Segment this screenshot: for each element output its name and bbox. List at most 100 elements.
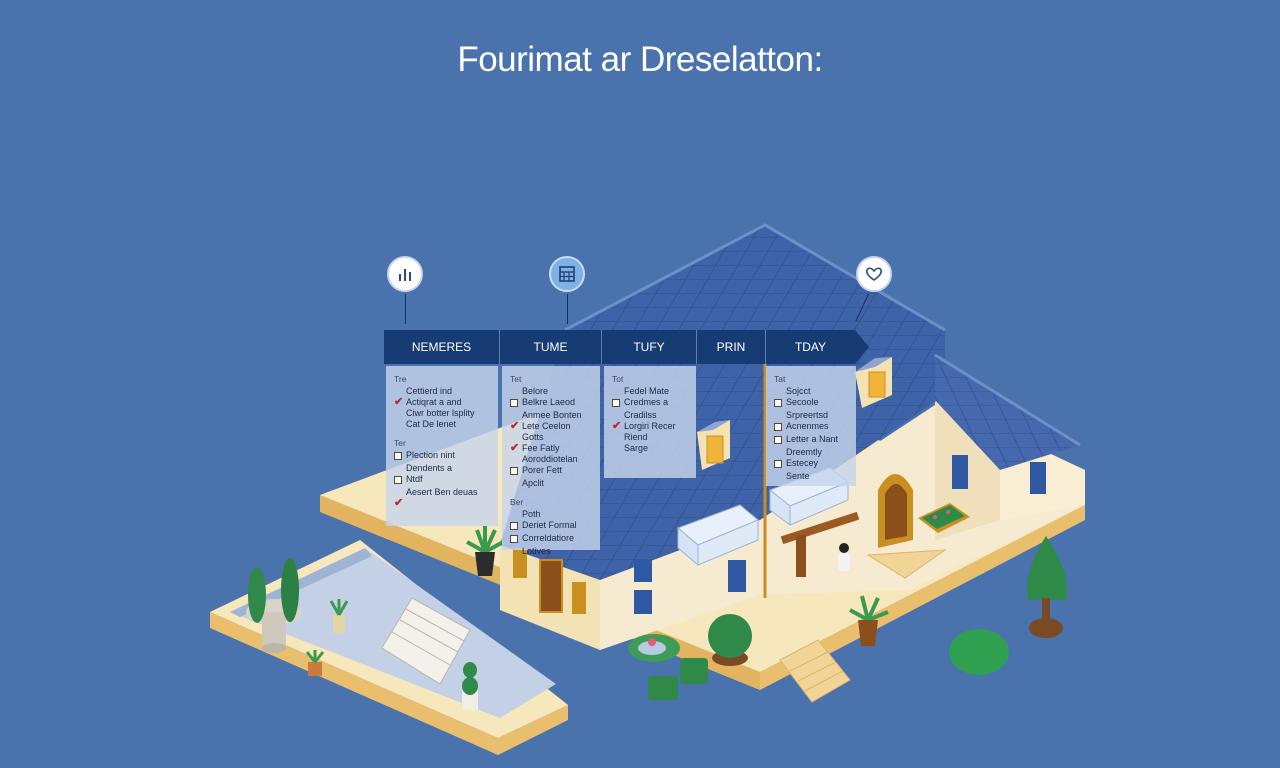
checkbox-icon[interactable] [774, 458, 786, 471]
checklist-item[interactable]: Fedel Mate [612, 386, 690, 397]
item-label: Cradilss [624, 410, 657, 420]
checklist-item[interactable]: Porer Fett [510, 465, 594, 478]
glass-balcony [677, 504, 759, 567]
checklist-item[interactable]: ✔Actiqrat a and [394, 397, 492, 408]
checklist-item[interactable]: Credmes a [612, 397, 690, 410]
checkmark-icon: ✔ [394, 497, 404, 509]
checkbox-icon[interactable] [612, 397, 624, 410]
checklist-item[interactable]: Estecey [774, 458, 850, 471]
tab-tday[interactable]: TDAY [766, 330, 855, 364]
tab-nemeres[interactable]: NEMERES [384, 330, 500, 364]
tab-tufy[interactable]: TUFY [602, 330, 697, 364]
checklist-group: Ter Plection nint Dendents a Ntdf Aesert… [394, 438, 492, 509]
item-label: Riend [624, 432, 648, 442]
item-label: Deriet Formal [522, 520, 577, 530]
checkbox-icon[interactable] [394, 474, 406, 487]
checklist-item[interactable]: Lotives [510, 546, 594, 557]
checklist-item[interactable]: Ntdf [394, 474, 492, 487]
tree [1026, 536, 1068, 600]
callout-line [405, 294, 406, 324]
checklist-panel-tume: Tet Belore Belkre Laeod Anmee Bonten ✔Le… [502, 366, 600, 556]
checklist-item[interactable]: ✔Lorgiri Recer [612, 421, 690, 432]
checklist-item[interactable]: Plection nint [394, 450, 492, 463]
checklist-item[interactable]: Gotts [510, 432, 594, 443]
heart-icon[interactable] [856, 256, 892, 292]
item-label: Lorgiri Recer [624, 421, 676, 431]
item-label: Credmes a [624, 397, 669, 407]
group-header: Tre [394, 374, 407, 384]
checkbox-icon[interactable] [774, 434, 786, 447]
item-label: Ciwr botter lsplity [406, 408, 475, 418]
item-label: Estecey [786, 458, 819, 468]
dormer-window [855, 357, 892, 408]
checklist-item[interactable]: Sente [774, 471, 850, 482]
item-label: Aoroddiotelan [522, 454, 578, 464]
checklist-item[interactable]: Ciwr botter lsplity [394, 408, 492, 419]
group-header: Ter [394, 438, 406, 448]
checklist-group: Tot Fedel Mate Credmes a Cradilss ✔Lorgi… [612, 374, 690, 454]
group-header: Tot [612, 374, 624, 384]
checkbox-icon[interactable] [394, 450, 406, 463]
checkbox-icon[interactable] [774, 397, 786, 410]
item-label: Actiqrat a and [406, 397, 462, 407]
checkbox-icon[interactable] [510, 465, 522, 478]
checklist-group: Ber Poth Deriet Formal Correldatiore Lot… [510, 497, 594, 557]
front-stairs [779, 639, 851, 703]
checklist-item[interactable]: Belore [510, 386, 594, 397]
checklist-panel-tufy: Tot Fedel Mate Credmes a Cradilss ✔Lorgi… [604, 366, 696, 478]
checkbox-icon[interactable] [774, 421, 786, 434]
checklist-item[interactable]: Letter a Nant [774, 434, 850, 447]
calculator-icon [559, 266, 575, 282]
checklist-item[interactable]: Cat De lenet [394, 419, 492, 430]
checkbox-icon[interactable] [510, 397, 522, 410]
checkbox-icon[interactable] [510, 520, 522, 533]
item-label: Fedel Mate [624, 386, 670, 396]
item-label: Secoole [786, 397, 819, 407]
item-label: Correldatiore [522, 533, 575, 543]
checklist-item[interactable]: Sojcct [774, 386, 850, 397]
checklist-item[interactable]: Aesert Ben deuas [394, 487, 492, 498]
item-label: Lete Ceelon [522, 421, 571, 431]
checklist-item[interactable]: Deriet Formal [510, 520, 594, 533]
calculator-icon[interactable] [549, 256, 585, 292]
checklist-item[interactable]: Riend [612, 432, 690, 443]
checklist-item[interactable]: Dendents a [394, 463, 492, 474]
item-label: Gotts [522, 432, 544, 442]
checklist-group: Tre Cettierd ind ✔Actiqrat a and Ciwr bo… [394, 374, 492, 430]
item-label: Fee Fatly [522, 443, 560, 453]
checklist-item[interactable]: Belkre Laeod [510, 397, 594, 410]
checklist-group: Tat Sojcct Secoole Srpreertsd Acnenmes L… [774, 374, 850, 482]
item-label: Cat De lenet [406, 419, 457, 429]
item-label: Plection nint [406, 450, 456, 460]
checklist-item[interactable]: Apclit [510, 478, 594, 489]
tab-arrow [855, 330, 869, 364]
item-label: Srpreertsd [786, 410, 829, 420]
checklist-item[interactable]: Anmee Bonten [510, 410, 594, 421]
checklist-item[interactable]: Dreemtly [774, 447, 850, 458]
tab-tume[interactable]: TUME [500, 330, 602, 364]
group-header: Ber [510, 497, 524, 507]
checklist-item[interactable]: Aoroddiotelan [510, 454, 594, 465]
bar-chart-icon[interactable] [387, 256, 423, 292]
checklist-item[interactable]: Cradilss [612, 410, 690, 421]
heart-icon [865, 267, 883, 281]
checklist-item[interactable]: Poth [510, 509, 594, 520]
item-label: Dreemtly [786, 447, 823, 457]
checklist-item[interactable]: Cettierd ind [394, 386, 492, 397]
checkmark-icon: ✔ [510, 420, 520, 432]
checklist-item[interactable]: Correldatiore [510, 533, 594, 546]
checklist-item[interactable]: ✔Fee Fatly [510, 443, 594, 454]
roof-left [500, 225, 945, 580]
checklist-item[interactable]: Acnenmes [774, 421, 850, 434]
checkbox-icon[interactable] [510, 533, 522, 546]
checklist-item[interactable]: Srpreertsd [774, 410, 850, 421]
item-label: Apclit [522, 478, 545, 488]
tab-prin[interactable]: PRIN [697, 330, 766, 364]
checklist-item[interactable]: Secoole [774, 397, 850, 410]
checklist-item[interactable]: ✔ [394, 498, 492, 509]
item-label: Porer Fett [522, 465, 563, 475]
checklist-item[interactable]: Sarge [612, 443, 690, 454]
item-label: Belkre Laeod [522, 397, 576, 407]
checklist-item[interactable]: ✔Lete Ceelon [510, 421, 594, 432]
item-label: Anmee Bonten [522, 410, 582, 420]
